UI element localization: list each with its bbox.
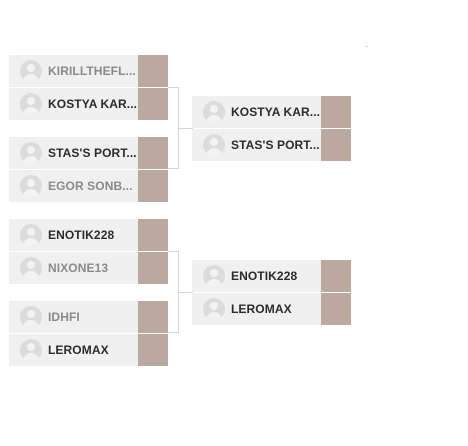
bracket-slot[interactable]: IDHFI [9,301,168,333]
user-avatar-icon [20,93,42,115]
score-box [321,96,351,128]
bracket-slot[interactable]: LEROMAX [9,334,168,366]
user-avatar-icon [20,175,42,197]
score-box [138,137,168,169]
score-box [138,252,168,284]
connector-line [168,87,179,88]
decorative-dot [366,46,368,47]
player-name: ENOTIK228 [48,228,115,242]
player-name: KOSTYA KAR... [231,105,321,119]
user-avatar-icon [20,60,42,82]
bracket-slot[interactable]: ENOTIK228 [192,260,351,292]
bracket-slot[interactable]: KIRILLTHEFL... [9,55,168,87]
player-name: EGOR SONB... [48,179,133,193]
score-box [138,55,168,87]
bracket-slot[interactable]: NIXONE13 [9,252,168,284]
user-avatar-icon [20,257,42,279]
connector-line [168,251,179,252]
score-box [138,170,168,202]
bracket-slot[interactable]: STAS'S PORT... [9,137,168,169]
connector-line [168,332,179,333]
connector-line [178,128,193,129]
score-box [138,88,168,120]
player-name: LEROMAX [231,302,292,316]
player-name: STAS'S PORT... [231,138,320,152]
user-avatar-icon [203,298,225,320]
user-avatar-icon [203,134,225,156]
bracket-slot[interactable]: KOSTYA KAR... [192,96,351,128]
user-avatar-icon [20,224,42,246]
player-name: LEROMAX [48,343,109,357]
user-avatar-icon [203,101,225,123]
player-name: KOSTYA KAR... [48,97,138,111]
score-box [321,129,351,161]
player-name: NIXONE13 [48,261,109,275]
bracket-slot[interactable]: STAS'S PORT... [192,129,351,161]
score-box [138,301,168,333]
player-name: STAS'S PORT... [48,146,137,160]
user-avatar-icon [20,306,42,328]
score-box [138,219,168,251]
score-box [321,293,351,325]
user-avatar-icon [203,265,225,287]
player-name: ENOTIK228 [231,269,298,283]
connector-line [178,292,193,293]
bracket-slot[interactable]: KOSTYA KAR... [9,88,168,120]
score-box [138,334,168,366]
bracket-slot[interactable]: LEROMAX [192,293,351,325]
connector-line [168,168,179,169]
user-avatar-icon [20,339,42,361]
bracket-slot[interactable]: EGOR SONB... [9,170,168,202]
player-name: KIRILLTHEFL... [48,64,136,78]
user-avatar-icon [20,142,42,164]
bracket-slot[interactable]: ENOTIK228 [9,219,168,251]
score-box [321,260,351,292]
player-name: IDHFI [48,310,80,324]
